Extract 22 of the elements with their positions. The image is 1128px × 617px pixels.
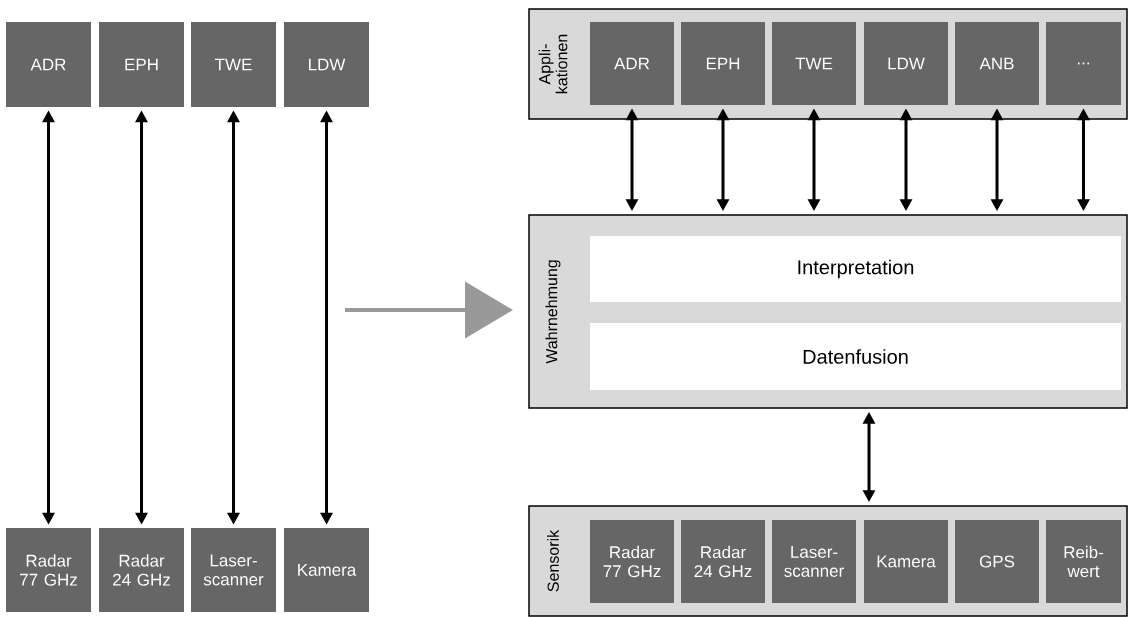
module-box: LDW — [284, 22, 369, 107]
module-box: ADR — [6, 22, 91, 107]
module-box: Laser- scanner — [191, 528, 276, 612]
module-box: Radar 77 GHz — [590, 520, 674, 603]
module-box: Kamera — [864, 520, 948, 603]
module-box: ADR — [590, 22, 674, 105]
module-box: Kamera — [284, 528, 369, 612]
module-box: EPH — [681, 22, 765, 105]
module-box: GPS — [955, 520, 1039, 603]
module-box: ... — [1046, 22, 1121, 105]
module-box: Laser- scanner — [772, 520, 856, 603]
layer-box: Datenfusion — [590, 323, 1121, 390]
module-box: TWE — [191, 22, 276, 107]
module-box: Reib- wert — [1046, 520, 1121, 603]
module-box: TWE — [772, 22, 856, 105]
module-box: LDW — [864, 22, 948, 105]
module-box: EPH — [99, 22, 184, 107]
module-box: ANB — [955, 22, 1039, 105]
module-box: Radar 24 GHz — [681, 520, 765, 603]
module-box: Radar 24 GHz — [99, 528, 184, 612]
module-box: Radar 77 GHz — [6, 528, 91, 612]
layer-box: Interpretation — [590, 236, 1121, 302]
